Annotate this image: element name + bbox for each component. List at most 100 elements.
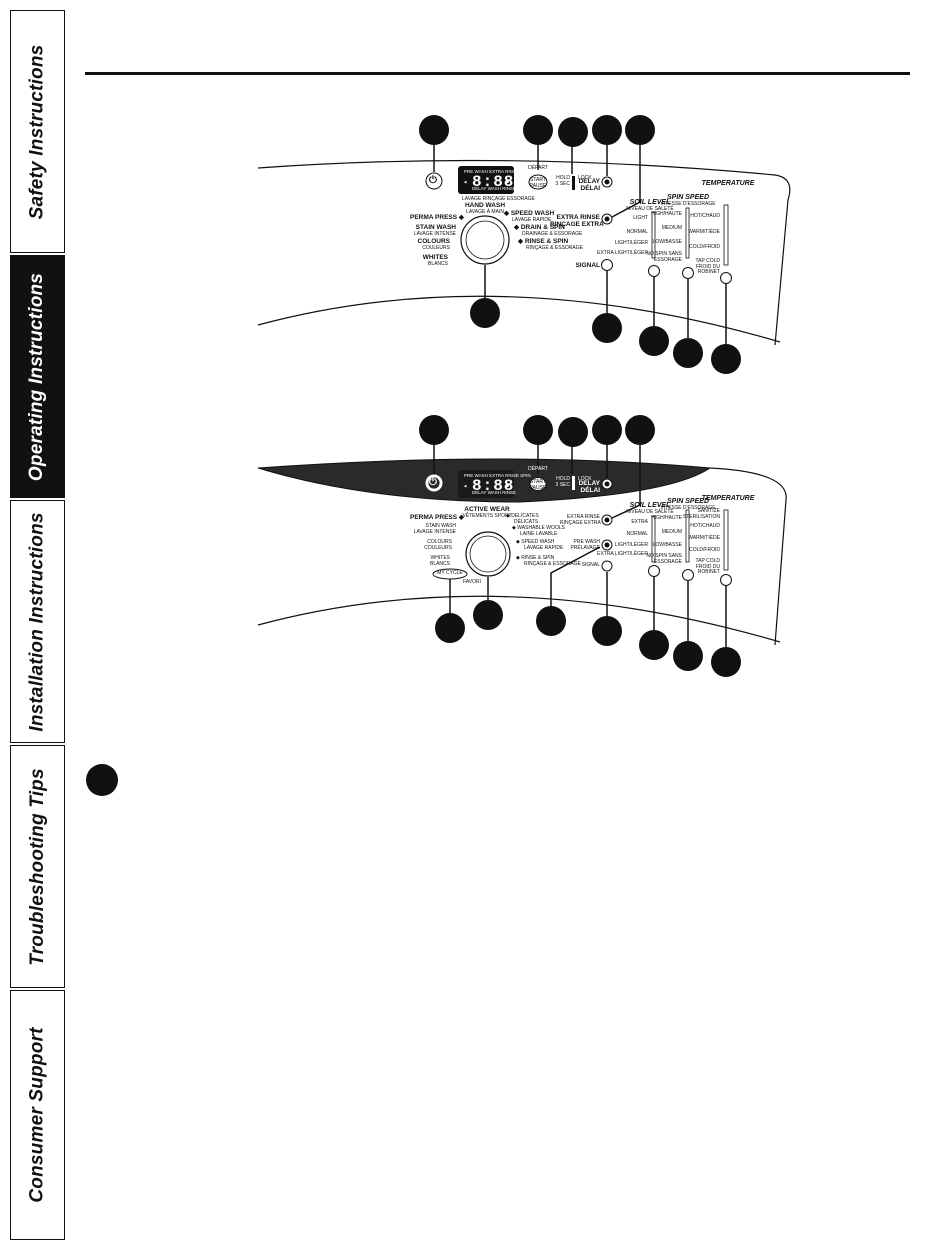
cycle-name: DRAIN & SPIN bbox=[520, 224, 565, 231]
cycle-stain-wash[interactable]: STAIN WASH LAVAGE INTENSE bbox=[410, 224, 456, 238]
cycle-stain-wash[interactable]: STAIN WASH LAVAGE INTENSE bbox=[412, 523, 456, 535]
callout-marker bbox=[625, 415, 655, 445]
spin-option[interactable]: NO SPIN SANS ESSORAGE bbox=[646, 553, 682, 565]
tab-safety-instructions[interactable]: Safety Instructions bbox=[10, 10, 65, 253]
temperature-title: TEMPERATURE bbox=[701, 180, 755, 187]
soil-level-text: SOIL LEVEL bbox=[629, 199, 671, 206]
hold-text: HOLD bbox=[556, 476, 570, 482]
extra-rinse-label[interactable]: EXTRA RINSE RINÇAGE EXTRA bbox=[550, 214, 604, 228]
cycle-perma-press[interactable]: PERMA PRESS ◆ bbox=[410, 514, 464, 521]
spin-option[interactable]: MEDIUM bbox=[661, 529, 682, 535]
delay-button-label[interactable]: DELAY DÉLAI bbox=[572, 480, 600, 494]
tab-operating-instructions[interactable]: Operating Instructions bbox=[10, 255, 65, 498]
temp-option[interactable]: WARM/TIÈDE bbox=[688, 229, 720, 235]
cycle-name-fr: COULEURS bbox=[424, 544, 452, 551]
pause-label: PAUSE bbox=[529, 182, 547, 189]
cycle-name: HAND WASH bbox=[464, 202, 506, 209]
soil-option[interactable]: NORMAL bbox=[626, 229, 648, 235]
cycle-colours[interactable]: COLOURS COULEURS bbox=[410, 238, 451, 252]
delay-button-label[interactable]: DELAY DÉLAI bbox=[572, 178, 600, 192]
power-icon[interactable]: ⏻ bbox=[429, 477, 437, 488]
control-panel-model-a: ⏻ PRE WASH EXTRA RINSE SPIN ◂ 8:88 🔒︎ DE… bbox=[250, 110, 791, 374]
start-button-label[interactable]: START PAUSE bbox=[529, 177, 547, 189]
spin-option[interactable]: HIGH/HAUTE bbox=[651, 515, 682, 521]
time-display: PRE WASH EXTRA RINSE SPIN ◂ 8:88 🔒︎ DELA… bbox=[458, 166, 531, 194]
callout-marker bbox=[523, 415, 553, 445]
temp-option[interactable]: TAP COLD FROID DU ROBINET bbox=[695, 558, 720, 575]
cycle-name: WHITES bbox=[422, 254, 448, 261]
temp-option[interactable]: WARM/TIÈDE bbox=[688, 535, 720, 541]
soil-option[interactable]: EXTRA LIGHT/LÉGER bbox=[597, 551, 648, 557]
cycle-washable-wools[interactable]: ◆ WASHABLE WOOLS LAINE LAVABLE bbox=[512, 525, 565, 537]
delay-text-fr: DÉLAI bbox=[580, 185, 601, 192]
cycle-name-fr: COULEURS bbox=[422, 245, 450, 251]
cycle-speed-wash[interactable]: ◆ SPEED WASH LAVAGE RAPIDE bbox=[516, 539, 564, 551]
callout-marker bbox=[711, 344, 741, 374]
temp-option[interactable]: HOT/CHAUD bbox=[690, 523, 720, 529]
cycle-drain-spin[interactable]: ◆ DRAIN & SPIN DRAINAGE & ESSORAGE bbox=[514, 224, 583, 237]
spin-option[interactable]: NO SPIN SANS ESSORAGE bbox=[646, 251, 682, 263]
callout-marker bbox=[711, 647, 741, 677]
callout-marker bbox=[435, 613, 465, 643]
spin-option[interactable]: LOW/BASSE bbox=[652, 239, 682, 245]
cycle-perma-press[interactable]: PERMA PRESS ◆ bbox=[410, 214, 464, 221]
pre-wash-text-fr: PRÉLAVAGE bbox=[570, 544, 600, 551]
soil-option[interactable]: EXTRA LIGHT/LÉGER bbox=[597, 250, 648, 256]
cycle-delicates[interactable]: ◆ DELICATES DÉLICATS bbox=[506, 513, 539, 525]
callout-marker bbox=[473, 600, 503, 630]
spin-speed-text-fr: VITESSE D'ESSORAGE bbox=[660, 505, 716, 511]
delay-text-fr: DÉLAI bbox=[580, 487, 601, 494]
cycle-whites[interactable]: WHITES BLANCS bbox=[412, 555, 450, 567]
cycle-name-fr: LAVAGE INTENSE bbox=[413, 528, 456, 535]
spin-option[interactable]: MEDIUM bbox=[661, 225, 682, 231]
spin-option[interactable]: HIGH/HAUTE bbox=[651, 211, 682, 217]
spin-speed-text: SPIN SPEED bbox=[666, 194, 709, 201]
callout-marker bbox=[523, 115, 553, 145]
soil-option[interactable]: LIGHT/LÉGER bbox=[614, 240, 648, 246]
cycle-colours[interactable]: COLOURS COULEURS bbox=[412, 539, 452, 551]
callout-marker bbox=[673, 338, 703, 368]
display-caption: LAVAGE RINÇAGE ESSORAGE bbox=[462, 196, 535, 202]
temp-option[interactable]: HOT/CHAUD bbox=[690, 213, 720, 219]
cycle-active-wear[interactable]: ACTIVE WEAR VÊTEMENTS SPORT bbox=[460, 506, 514, 520]
soil-level-text-fr: NIVEAU DE SALETÉ bbox=[626, 509, 674, 515]
pause-label: PAUSE bbox=[529, 484, 547, 491]
cycle-name-fr: LAVAGE INTENSE bbox=[413, 231, 456, 237]
cycle-name: SPEED WASH bbox=[521, 539, 555, 545]
soil-level-title: SOIL LEVEL NIVEAU DE SALETÉ bbox=[625, 199, 675, 213]
cycle-rinse-spin[interactable]: ◆ RINSE & SPIN RINÇAGE & ESSORAGE bbox=[518, 238, 583, 251]
cycle-rinse-spin[interactable]: ◆ RINSE & SPIN RINÇAGE & ESSORAGE bbox=[516, 555, 581, 567]
tab-consumer-support[interactable]: Consumer Support bbox=[10, 990, 65, 1240]
signal-label[interactable]: SIGNAL bbox=[575, 262, 600, 269]
callout-marker bbox=[592, 415, 622, 445]
delay-text: DELAY bbox=[578, 178, 600, 185]
hold-seconds: 3 SEC bbox=[555, 481, 570, 488]
tab-troubleshooting-tips[interactable]: Troubleshooting Tips bbox=[10, 745, 65, 988]
cycle-hand-wash[interactable]: HAND WASH LAVAGE À MAIN bbox=[460, 202, 510, 216]
cycle-whites[interactable]: WHITES BLANCS bbox=[410, 254, 448, 268]
tab-installation-instructions[interactable]: Installation Instructions bbox=[10, 500, 65, 743]
my-cycle-button[interactable]: MY CYCLE bbox=[437, 570, 463, 576]
tab-label: Consumer Support bbox=[26, 1027, 48, 1203]
start-button-label[interactable]: START PAUSE bbox=[529, 479, 547, 491]
callout-marker bbox=[592, 115, 622, 145]
soil-option[interactable]: NORMAL bbox=[626, 531, 648, 537]
signal-label[interactable]: SIGNAL bbox=[581, 562, 600, 568]
callout-marker bbox=[639, 326, 669, 356]
power-icon[interactable]: ⏻ bbox=[429, 175, 437, 186]
display-status-top: PRE WASH EXTRA RINSE SPIN bbox=[464, 473, 531, 478]
temp-option[interactable]: COLD/FROID bbox=[689, 244, 720, 250]
arrow-icon: ◂ bbox=[463, 179, 468, 187]
temp-option[interactable]: TAP COLD FROID DU ROBINET bbox=[695, 258, 720, 275]
soil-option[interactable]: LIGHT bbox=[633, 215, 648, 221]
pre-wash-label[interactable]: PRE WASH PRÉLAVAGE bbox=[566, 539, 600, 551]
temp-option[interactable]: COLD/FROID bbox=[689, 547, 720, 553]
cycle-speed-wash[interactable]: ◆ SPEED WASH LAVAGE RAPIDE bbox=[504, 210, 555, 223]
callout-marker bbox=[639, 630, 669, 660]
header-rule bbox=[85, 72, 910, 75]
temp-option[interactable]: SANITIZE STERILISATION bbox=[682, 508, 720, 520]
extra-rinse-label[interactable]: EXTRA RINSE RINÇAGE EXTRA bbox=[560, 514, 601, 526]
spin-option[interactable]: LOW/BASSE bbox=[652, 542, 682, 548]
soil-option[interactable]: EXTRA bbox=[631, 519, 648, 525]
soil-option[interactable]: LIGHT/LÉGER bbox=[614, 542, 648, 548]
